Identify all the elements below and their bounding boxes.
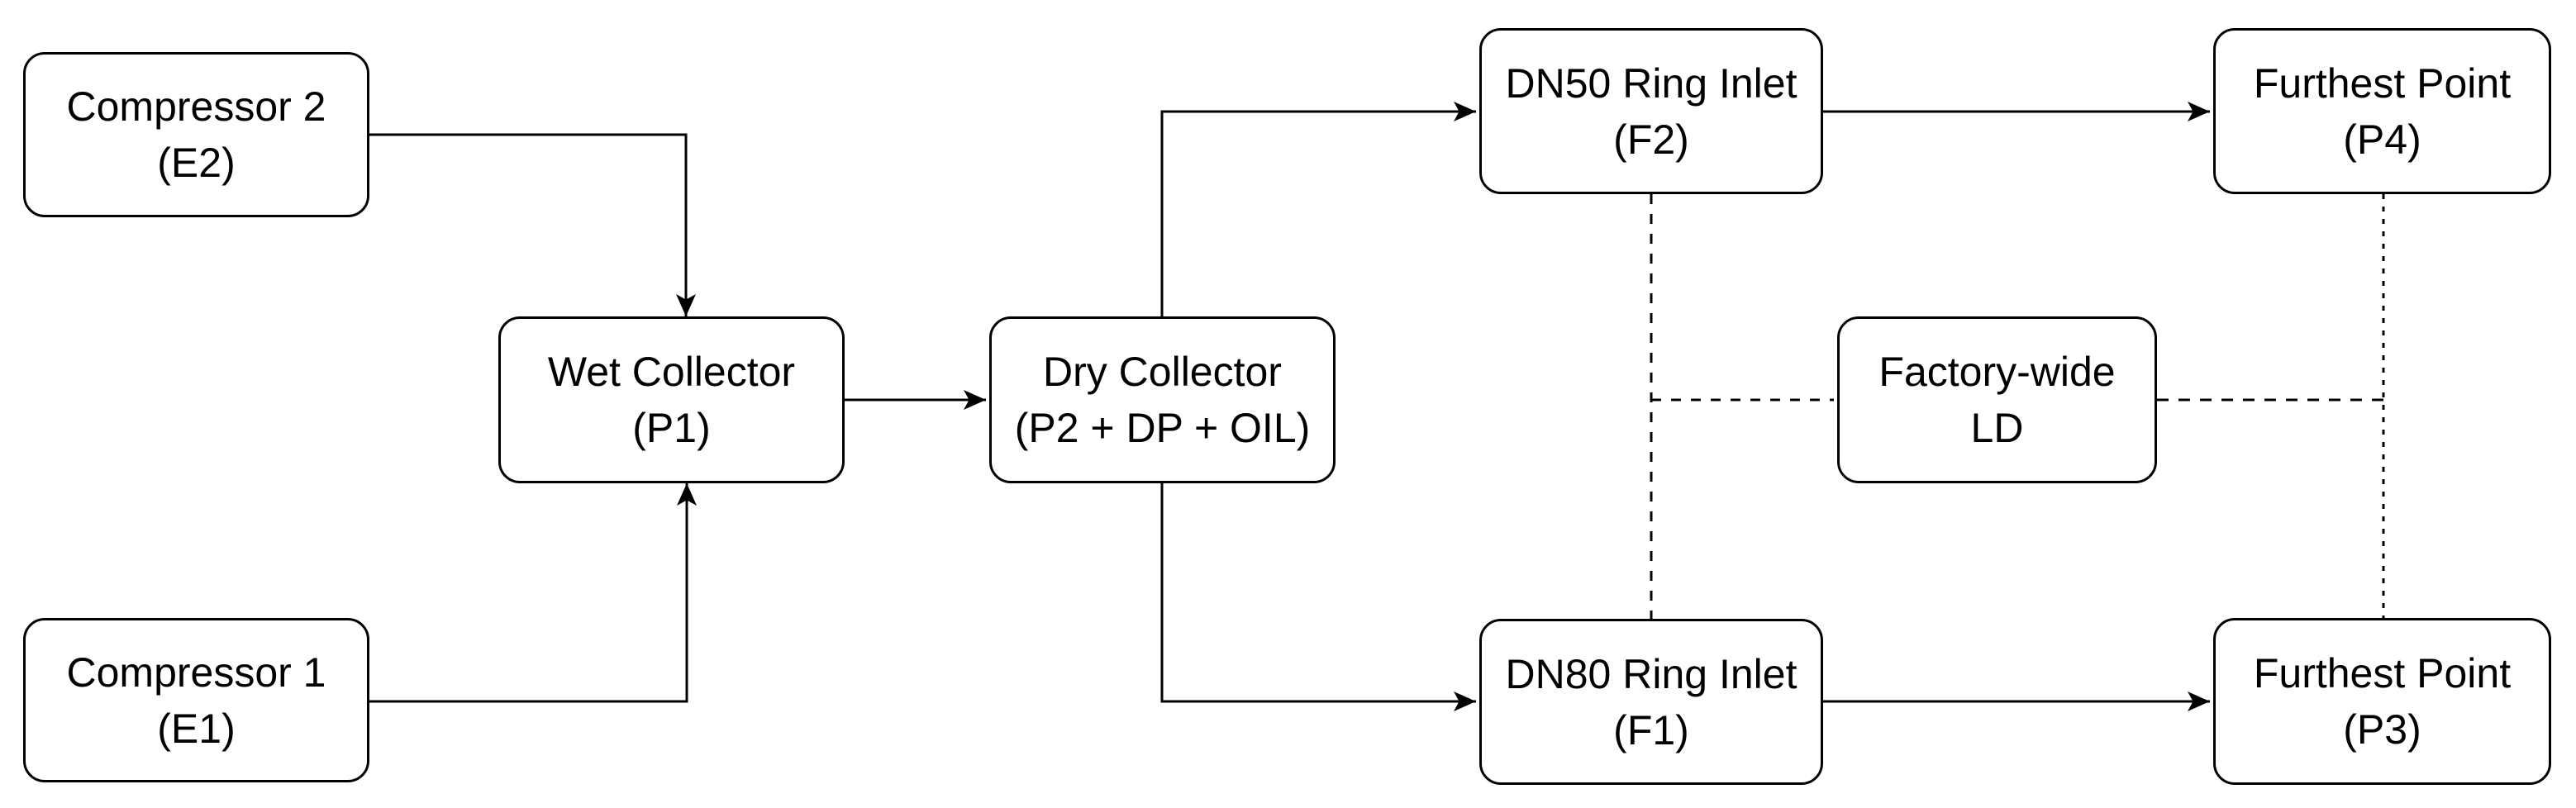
node-dry-collector-code: (P2 + DP + OIL) <box>1014 405 1311 451</box>
node-compressor2-code: (E2) <box>157 140 236 186</box>
node-dn50-ring-inlet-title: DN50 Ring Inlet <box>1505 59 1797 107</box>
node-dn50-ring-inlet-code: (F2) <box>1613 116 1689 163</box>
node-dry-collector: Dry Collector (P2 + DP + OIL) <box>989 316 1336 483</box>
node-dn50-ring-inlet: DN50 Ring Inlet (F2) <box>1479 28 1823 194</box>
edge-compressor2-to-wet <box>369 133 696 316</box>
node-furthest-point-p3-title: Furthest Point <box>2253 650 2512 696</box>
node-furthest-point-p4: Furthest Point (P4) <box>2213 28 2551 194</box>
node-factory-wide-ld-title: Factory-wide <box>1878 349 2116 395</box>
node-compressor1: Compressor 1 (E1) <box>23 618 369 782</box>
node-dn80-ring-inlet-title: DN80 Ring Inlet <box>1505 650 1797 697</box>
node-dn80-ring-inlet: DN80 Ring Inlet (F1) <box>1479 619 1823 785</box>
node-furthest-point-p4-code: (P4) <box>2343 116 2421 163</box>
node-compressor1-title: Compressor 1 <box>66 649 326 696</box>
node-dn80-ring-inlet-code: (F1) <box>1613 706 1689 753</box>
node-furthest-point-p4-title: Furthest Point <box>2253 59 2512 107</box>
node-furthest-point-p3: Furthest Point (P3) <box>2213 618 2551 785</box>
node-compressor2-title: Compressor 2 <box>66 83 326 130</box>
node-compressor1-code: (E1) <box>157 705 236 752</box>
node-wet-collector-code: (P1) <box>632 405 711 451</box>
node-factory-wide-ld: Factory-wide LD <box>1837 316 2157 483</box>
node-wet-collector-title: Wet Collector <box>547 349 796 395</box>
edge-compressor1-to-wet <box>369 483 697 703</box>
node-wet-collector: Wet Collector (P1) <box>498 316 845 483</box>
node-factory-wide-ld-code: LD <box>1970 405 2024 451</box>
node-dry-collector-title: Dry Collector <box>1043 349 1282 395</box>
node-furthest-point-p3-code: (P3) <box>2343 706 2421 753</box>
edge-dry-to-dn80 <box>1160 483 1476 711</box>
node-compressor2: Compressor 2 (E2) <box>23 52 369 217</box>
edge-dry-to-dn50 <box>1160 102 1476 316</box>
